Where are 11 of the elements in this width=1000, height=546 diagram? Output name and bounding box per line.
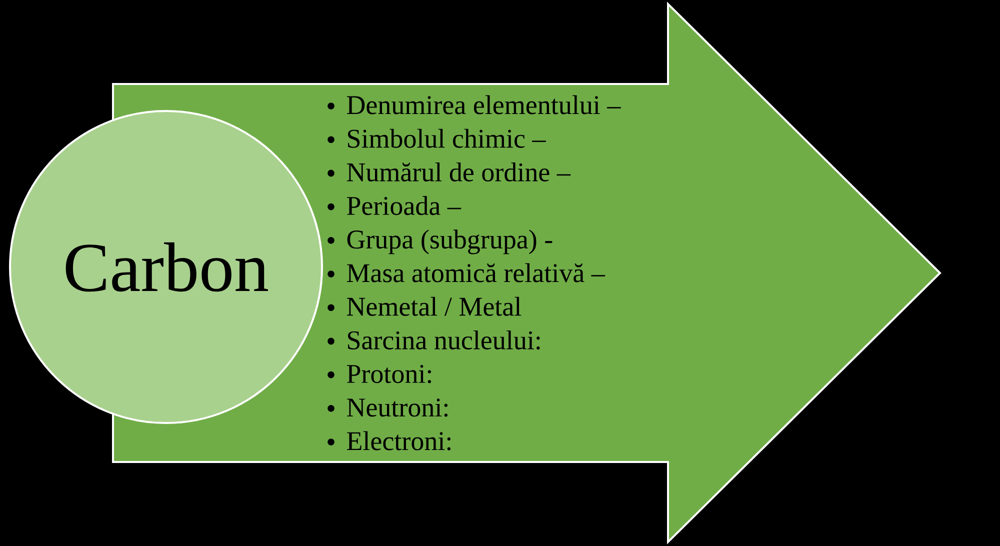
list-item: Neutroni:	[347, 398, 448, 417]
list-item: Simbolul chimic –	[348, 128, 546, 148]
list-item: Masa atomică relativă –	[347, 263, 606, 282]
list-item: Electroni:	[347, 431, 450, 450]
list-item: Denumirea elementului –	[347, 95, 621, 114]
list-item: Numărul de ordine –	[347, 162, 571, 182]
list-item: Sarcina nucleului:	[348, 330, 540, 350]
list-item: Perioada –	[347, 196, 462, 216]
list-item: Nemetal / Metal	[347, 296, 522, 316]
list-item: Grupa (subgrupa) -	[347, 230, 552, 254]
list-item: Protoni:	[347, 364, 432, 384]
